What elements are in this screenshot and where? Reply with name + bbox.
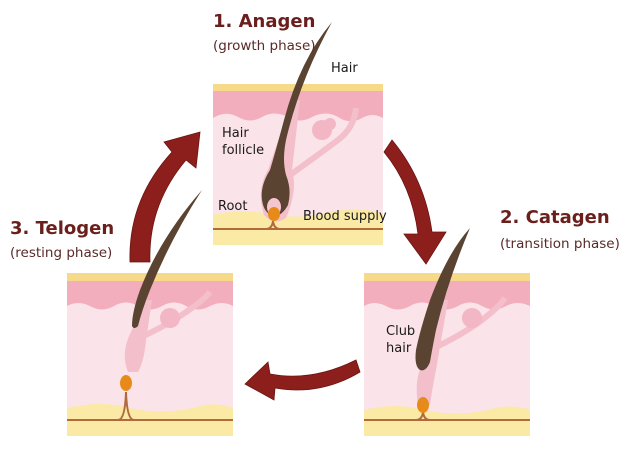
blood-vessel-loop	[117, 391, 135, 421]
sebaceous-gland	[160, 308, 180, 328]
cycle-arrows	[129, 131, 447, 401]
phase-subtitle-anagen: (growth phase)	[213, 38, 316, 54]
anagen-panel: Hair Hair follicle Root Blood supply	[213, 22, 387, 245]
label-hair: Hair	[331, 61, 358, 76]
epidermis	[67, 281, 233, 310]
club-hair-shaft	[415, 228, 470, 371]
telogen-panel	[67, 190, 233, 436]
arrector-muscle	[133, 290, 213, 343]
blood-vessel-loop	[265, 220, 281, 230]
follicle-sheath	[124, 300, 152, 372]
curved-arrow-icon	[383, 139, 447, 265]
curved-arrow-icon	[129, 131, 201, 263]
curved-arrow-icon	[244, 359, 361, 401]
phase-title-anagen: 1. Anagen	[213, 11, 315, 32]
fat-layer	[213, 209, 383, 245]
phase-label-telogen: 3. Telogen (resting phase)	[10, 218, 114, 261]
resting-hair-shaft	[132, 190, 202, 328]
phase-label-anagen: 1. Anagen (growth phase)	[213, 11, 316, 54]
follicle-sheath	[416, 300, 448, 405]
phase-subtitle-catagen: (transition phase)	[500, 236, 620, 252]
label-hair-follicle-2: follicle	[222, 143, 264, 158]
label-hair-follicle-1: Hair	[222, 126, 249, 141]
dermal-papilla	[268, 207, 280, 221]
arrector-muscle	[428, 296, 508, 353]
phase-title-catagen: 2. Catagen	[500, 207, 610, 228]
dermal-papilla	[120, 375, 132, 391]
sebaceous-gland	[462, 308, 482, 328]
dermal-papilla	[417, 397, 429, 413]
arrector-muscle	[288, 107, 359, 178]
phase-subtitle-telogen: (resting phase)	[10, 245, 112, 261]
sebaceous-gland-lobe	[324, 118, 336, 130]
phase-title-telogen: 3. Telogen	[10, 218, 114, 239]
hair-shaft	[261, 22, 332, 216]
label-blood-supply: Blood supply	[303, 209, 387, 224]
label-club: Club	[386, 324, 415, 339]
epidermis	[364, 281, 530, 310]
label-root: Root	[218, 199, 247, 214]
phase-label-catagen: 2. Catagen (transition phase)	[500, 207, 620, 252]
label-hair: hair	[386, 341, 412, 356]
catagen-panel: Club hair	[364, 228, 530, 436]
